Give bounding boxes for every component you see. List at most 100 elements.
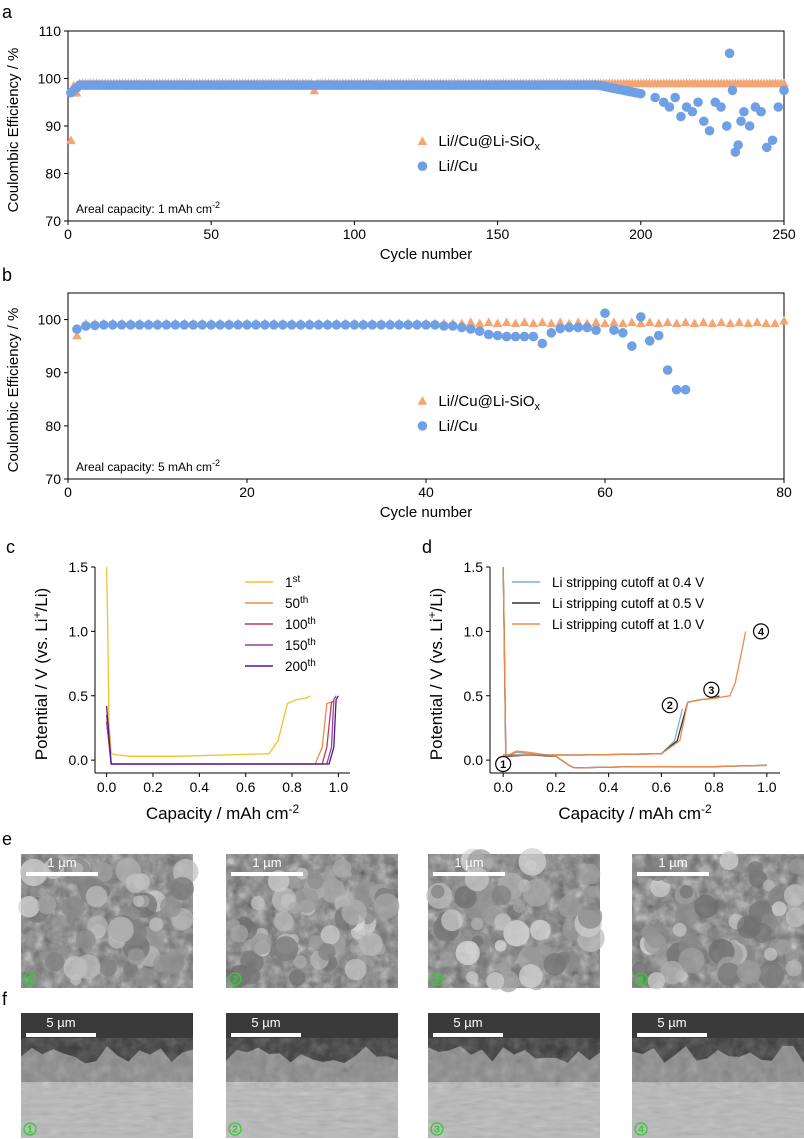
sem-particle [660, 960, 684, 985]
data-point-triangle [653, 318, 664, 328]
x-tick-label: 0.8 [704, 779, 724, 795]
scale-bar [637, 1033, 707, 1037]
scale-bar-label: 1 µm [454, 855, 483, 870]
x-tick-label: 0.2 [143, 779, 163, 795]
x-tick-label: 0.0 [493, 779, 513, 795]
sem-particle [161, 950, 185, 975]
data-point-circle [107, 320, 118, 330]
scale-bar-label: 1 µm [252, 855, 281, 870]
data-point-triangle [492, 318, 503, 328]
sem-particle [491, 885, 512, 906]
sample-number: 2 [232, 975, 238, 986]
sem-particle [318, 871, 336, 889]
data-point-circle [457, 322, 467, 333]
sem-layer-texture [632, 1038, 804, 1088]
sem-particle [587, 885, 600, 898]
sem-particle [717, 962, 741, 986]
sem-particle [287, 901, 301, 915]
data-point-triangle [618, 318, 628, 328]
legend-label: 100th [285, 616, 316, 632]
data-point-triangle [761, 318, 771, 328]
series-cu [72, 308, 691, 395]
data-point-circle [116, 320, 127, 330]
data-point-circle [636, 88, 646, 99]
sem-particle [341, 899, 367, 925]
sem-particle [320, 925, 340, 945]
sem-image: 5 µm 1 [21, 1013, 193, 1138]
data-point-circle [687, 106, 698, 117]
scale-bar-label: 5 µm [46, 1015, 75, 1030]
sem-particle [494, 913, 512, 931]
sem-particle [464, 941, 478, 955]
sem-particle [441, 909, 463, 932]
sem-particle [530, 919, 551, 941]
data-point-circle [739, 106, 749, 117]
sample-number: 3 [434, 975, 440, 986]
legend-label: 200th [285, 658, 316, 674]
y-tick-label: 70 [45, 471, 61, 487]
sem-particle [679, 884, 694, 899]
data-point-circle [670, 92, 680, 103]
y-tick-label: 100 [38, 71, 62, 87]
y-tick-label: 1.0 [464, 623, 484, 639]
sem-image: 5 µm2 [226, 1013, 398, 1138]
data-point-circle [773, 102, 784, 112]
sem-particle [308, 935, 323, 949]
data-point-circle [170, 320, 181, 330]
data-point-triangle [417, 136, 428, 146]
data-point-circle [269, 320, 279, 330]
sem-particle [75, 954, 101, 980]
x-tick-label: 60 [597, 484, 613, 500]
data-point-circle [385, 320, 396, 330]
sem-particle [543, 953, 567, 976]
sem-particle [486, 972, 505, 991]
legend-label: Li//Cu [438, 158, 477, 175]
data-point-circle [600, 308, 610, 318]
data-point-circle [367, 320, 378, 330]
data-point-triangle [636, 318, 646, 328]
data-point-circle [627, 341, 637, 351]
data-point-circle [72, 324, 82, 334]
data-point-circle [152, 320, 163, 330]
sample-number-circle [430, 1122, 444, 1136]
data-point-circle [721, 121, 732, 131]
y-tick-label: 80 [45, 166, 61, 182]
data-point-circle [242, 320, 252, 330]
sem-particle [483, 857, 494, 869]
sem-particle [344, 958, 367, 981]
legend-label: Li//Cu@Li-SiOx [438, 393, 540, 413]
sem-particle [132, 895, 145, 907]
data-point-circle [125, 320, 136, 330]
plot-frame [67, 30, 785, 222]
data-point-triangle [537, 317, 548, 327]
data-point-circle [564, 322, 574, 333]
data-point-triangle [644, 317, 655, 327]
sample-number: 1 [27, 1125, 33, 1136]
data-point-circle [161, 320, 172, 330]
sem-particle [170, 876, 194, 901]
sem-particle [75, 929, 96, 950]
sem-particle [373, 893, 400, 919]
data-point-circle [394, 320, 404, 330]
sem-particle [736, 915, 761, 939]
y-tick-label: 0.0 [69, 752, 89, 768]
data-point-circle [716, 102, 726, 112]
sem-particle [764, 947, 778, 961]
panel-label-b: b [2, 265, 12, 285]
data-point-circle [188, 320, 199, 330]
sem-layer-texture [428, 1038, 600, 1088]
sem-particle [250, 933, 272, 955]
sample-number-circle [228, 1122, 242, 1136]
data-point-triangle [716, 317, 727, 327]
data-point-circle [519, 331, 530, 342]
data-point-triangle [600, 318, 610, 328]
data-point-circle [197, 320, 208, 330]
sem-particle [440, 951, 455, 967]
data-point-circle [528, 331, 539, 342]
x-tick-label: 50 [203, 226, 219, 242]
x-tick-label: 0.6 [652, 779, 672, 795]
data-point-circle [331, 320, 342, 330]
sem-particle [647, 972, 666, 990]
